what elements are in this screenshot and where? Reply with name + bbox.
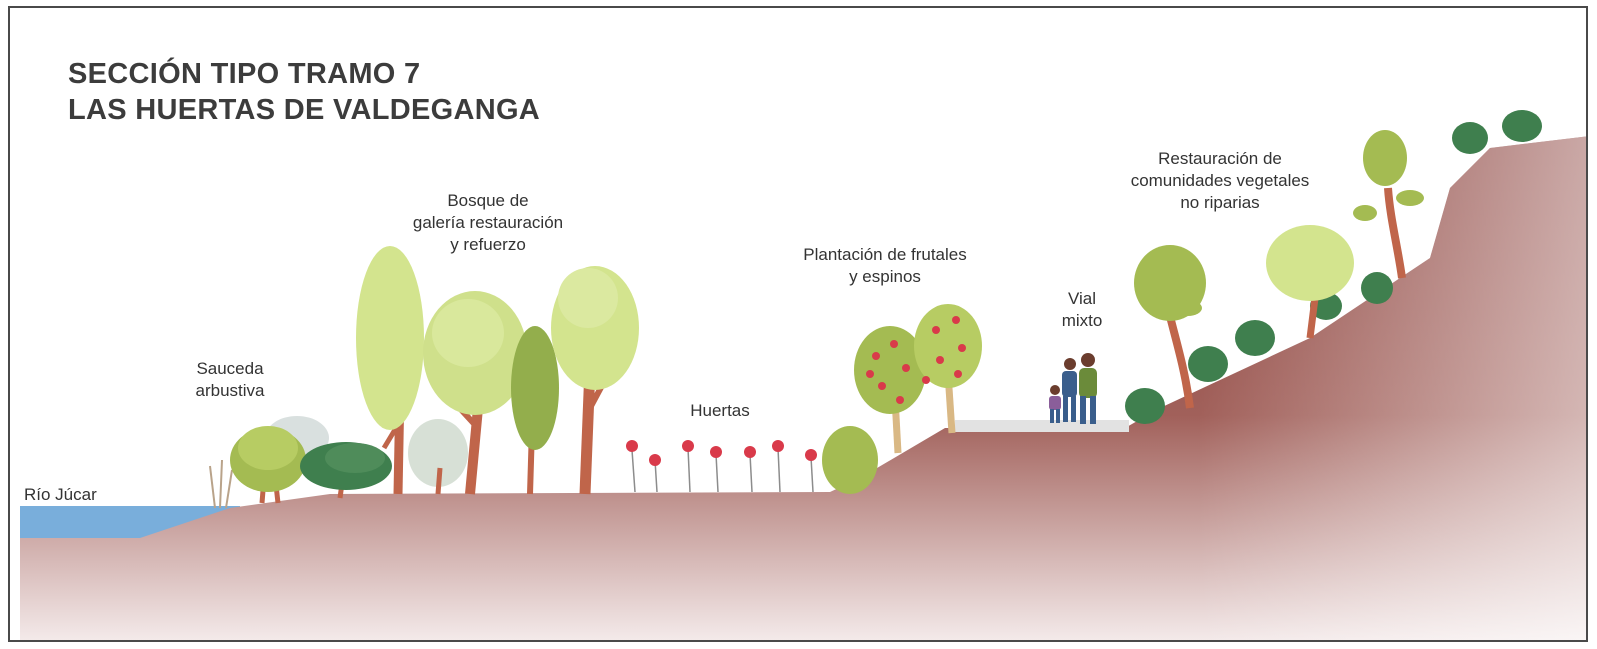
diagram-title-line1: SECCIÓN TIPO TRAMO 7 — [68, 58, 421, 90]
fruit-trees — [854, 304, 982, 454]
road-surface — [955, 420, 1129, 432]
reeds — [209, 459, 233, 509]
people-figures — [1049, 353, 1097, 424]
gallery-forest — [356, 246, 639, 495]
diagram-title-line2: LAS HUERTAS DE VALDEGANGA — [68, 94, 541, 126]
slope-shrubs — [1125, 110, 1542, 424]
label-rio-jucar: Río Júcar — [24, 485, 97, 504]
sauceda-shrubs — [230, 416, 392, 504]
diagram-frame: SECCIÓN TIPO TRAMO 7 LAS HUERTAS DE VALD… — [8, 6, 1588, 642]
label-huertas: Huertas — [690, 401, 750, 420]
huertas-plants — [626, 440, 817, 493]
thorn-bush — [822, 426, 878, 494]
slope-trees — [1134, 130, 1424, 409]
cross-section-illustration — [20, 110, 1586, 640]
